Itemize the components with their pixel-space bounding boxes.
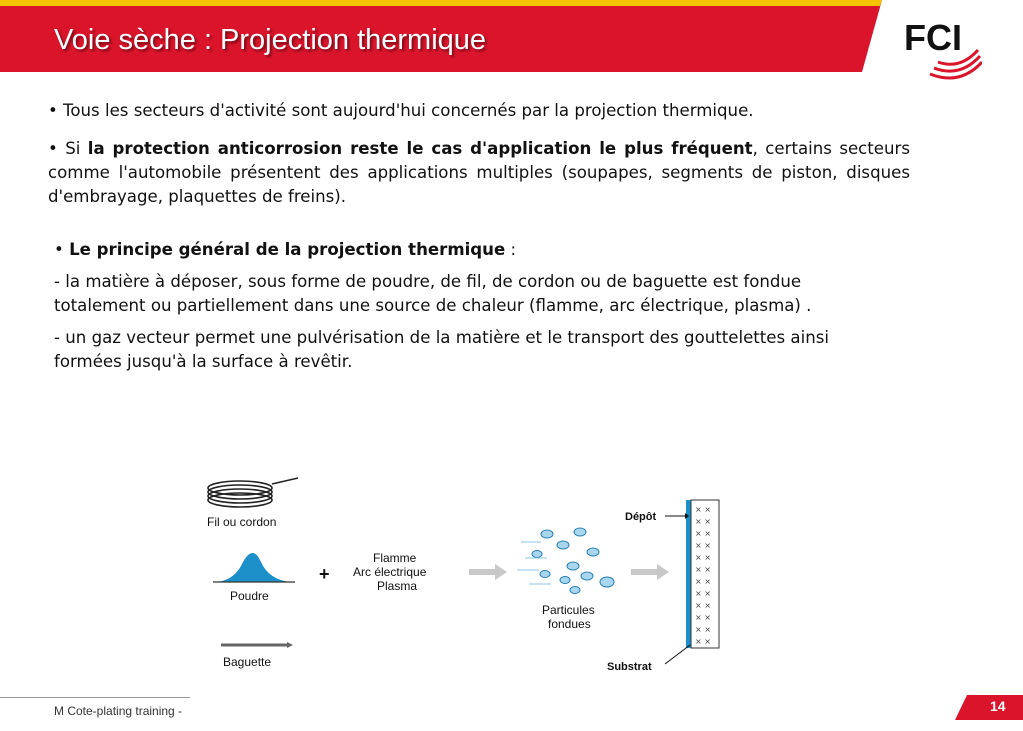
- source-plasma: Plasma: [377, 579, 417, 593]
- page-number-badge: [955, 695, 1023, 720]
- svg-text:× ×: × ×: [695, 577, 711, 586]
- powder-label: Poudre: [230, 589, 269, 603]
- wire-coil-icon: [207, 477, 299, 508]
- svg-text:× ×: × ×: [695, 553, 711, 562]
- substrate-block: × × × × × × × × × × × × × × × × × × × × × × × ×: [686, 499, 720, 649]
- principle-heading: • Le principe général de la projection t…: [54, 238, 854, 262]
- molten-particles-icon: [531, 527, 615, 594]
- rod-label: Baguette: [223, 655, 271, 669]
- principle-bold: Le principe général de la projection the…: [69, 240, 506, 259]
- svg-text:× ×: × ×: [695, 529, 711, 538]
- substrate-pointer: [664, 644, 691, 665]
- bullet-sectors: • Tous les secteurs d'activité sont aujo…: [48, 101, 754, 120]
- principle-point-2: - un gaz vecteur permet une pulvérisatio…: [54, 328, 829, 371]
- principle-bullet: •: [54, 240, 70, 259]
- particles-label-1: Particules: [542, 603, 595, 617]
- rod-icon: [221, 642, 293, 648]
- arrow-right-icon: [469, 564, 507, 580]
- particles-label-2: fondues: [548, 617, 591, 631]
- arrow-right-icon-2: [631, 564, 669, 580]
- svg-text:× ×: × ×: [695, 637, 711, 646]
- svg-text:× ×: × ×: [695, 589, 711, 598]
- svg-text:× ×: × ×: [695, 613, 711, 622]
- footer-divider: [0, 697, 190, 698]
- fci-logo: FCI: [904, 17, 982, 80]
- footer-text: M Cote-plating training -: [54, 704, 183, 718]
- principle-colon: :: [505, 240, 517, 259]
- source-flame: Flamme: [373, 551, 417, 565]
- substrate-label: Substrat: [607, 661, 652, 673]
- svg-text:× ×: × ×: [695, 565, 711, 574]
- bullet-applications: • Si la protection anticorrosion reste l…: [48, 137, 910, 209]
- svg-text:× ×: × ×: [695, 505, 711, 514]
- principle-section: • Le principe général de la projection t…: [54, 238, 854, 382]
- paragraph-sectors: • Tous les secteurs d'activité sont aujo…: [48, 99, 910, 131]
- thermal-spray-diagram: Fil ou cordon Poudre Baguette + Flamme A…: [207, 477, 720, 673]
- spray-streaks: [517, 541, 551, 585]
- slide-title: Voie sèche : Projection thermique: [54, 24, 487, 56]
- svg-text:× ×: × ×: [695, 541, 711, 550]
- wire-label: Fil ou cordon: [207, 515, 276, 529]
- page-number: 14: [990, 698, 1006, 714]
- svg-text:× ×: × ×: [695, 517, 711, 526]
- header-band: [0, 0, 882, 72]
- svg-text:× ×: × ×: [695, 601, 711, 610]
- bold-anticorrosion: la protection anticorrosion reste le cas…: [87, 139, 753, 158]
- powder-icon: [213, 553, 295, 583]
- paragraph-applications: • Si la protection anticorrosion reste l…: [48, 137, 910, 217]
- svg-text:FCI: FCI: [904, 17, 962, 58]
- svg-text:× ×: × ×: [695, 625, 711, 634]
- deposit-label: Dépôt: [625, 511, 657, 523]
- source-arc: Arc électrique: [353, 565, 427, 579]
- applications-text: , certains secteurs comme l'automobile p…: [48, 139, 910, 206]
- plus-sign: +: [319, 564, 330, 584]
- bullet-prefix: • Si: [48, 139, 88, 158]
- principle-point-1: - la matière à déposer, sous forme de po…: [54, 272, 812, 315]
